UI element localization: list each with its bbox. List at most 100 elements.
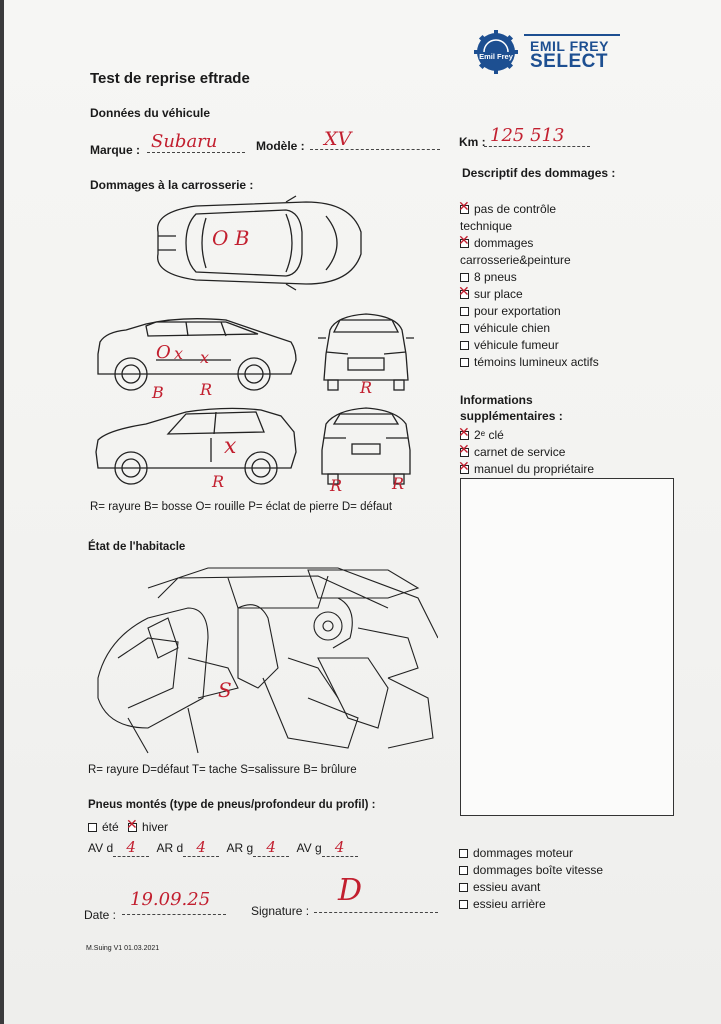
ar-g-field[interactable]: 4 xyxy=(253,838,290,857)
winter-label: hiver xyxy=(142,820,169,834)
checkbox[interactable] xyxy=(460,324,469,333)
extra-info-heading-2: supplémentaires : xyxy=(460,409,563,423)
av-d-label: AV d xyxy=(88,841,114,855)
form-sheet: Emil Frey EMIL FREY SELECT Test de repri… xyxy=(4,0,721,1024)
mark-side-x2: x xyxy=(200,348,210,367)
damage-item-8-tyres[interactable]: 8 pneus xyxy=(460,269,640,286)
mark-side-x1: x xyxy=(174,344,184,363)
checkbox-checked[interactable] xyxy=(458,459,470,476)
date-label: Date : xyxy=(84,908,117,922)
extra-info-list: 2ᵉ clé carnet de service manuel du propr… xyxy=(458,425,640,478)
checkbox-checked[interactable] xyxy=(458,425,470,442)
km-value: 125 513 xyxy=(490,125,565,146)
checkbox[interactable] xyxy=(460,341,469,350)
av-g-label: AV g xyxy=(296,841,322,855)
car-damage-diagram xyxy=(95,195,414,485)
winter-checkbox[interactable] xyxy=(126,817,138,833)
vehicle-section-heading: Données du véhicule xyxy=(90,106,211,120)
mark-front-R: R xyxy=(360,378,373,397)
damage-item-warning-lights[interactable]: témoins lumineux actifs xyxy=(460,354,640,371)
damage-item-no-inspection[interactable]: pas de contrôle xyxy=(458,199,640,218)
signature-label: Signature : xyxy=(251,904,310,918)
date-field[interactable]: 19.09.25 xyxy=(122,889,226,915)
ar-g-label: AR g xyxy=(226,841,254,855)
av-d-field[interactable]: 4 xyxy=(113,838,150,857)
checkbox-checked[interactable] xyxy=(458,233,470,250)
interior-heading: État de l'habitacle xyxy=(88,541,186,553)
checkbox-checked[interactable] xyxy=(458,199,470,216)
gear-emblem-icon: Emil Frey xyxy=(474,30,518,74)
date-value: 19.09.25 xyxy=(130,889,211,910)
mech-item-rear-axle[interactable]: essieu arrière xyxy=(459,896,659,913)
extra-info-heading-1: Informations xyxy=(460,393,533,407)
mark-interior-S: S xyxy=(218,678,232,702)
brand-label: Marque : xyxy=(90,143,141,157)
form-title: Test de reprise eftrade xyxy=(90,70,250,87)
damage-item-dog[interactable]: véhicule chien xyxy=(460,320,640,337)
brand-line1: EMIL FREY xyxy=(530,38,609,54)
damage-desc-heading: Descriptif des dommages : xyxy=(462,166,616,180)
mech-item-gearbox[interactable]: dommages boîte vitesse xyxy=(459,862,659,879)
mark-side-R: R xyxy=(200,380,213,399)
interior-diagram xyxy=(97,567,438,754)
signature-value: D xyxy=(338,873,363,908)
checkbox[interactable] xyxy=(459,849,468,858)
mark-side-B: B xyxy=(152,383,164,402)
damage-item-on-site[interactable]: sur place xyxy=(458,284,640,303)
body-damage-legend: R= rayure B= bosse O= rouille P= éclat d… xyxy=(90,501,393,513)
mark-rear-R2: R xyxy=(392,474,405,493)
damage-desc-list: pas de contrôle technique dommages carro… xyxy=(458,199,640,371)
mark-top-view: O B xyxy=(212,226,250,250)
car-rear-view xyxy=(321,407,411,485)
checkbox[interactable] xyxy=(460,273,469,282)
car-front-view xyxy=(318,313,414,391)
summer-checkbox[interactable] xyxy=(88,823,97,832)
mark-right-R: R xyxy=(212,472,225,491)
car-side-right xyxy=(95,407,297,485)
body-damage-heading: Dommages à la carrosserie : xyxy=(90,178,254,192)
model-value: XV xyxy=(324,128,352,150)
damage-item-body-paint-cont: carrosserie&peinture xyxy=(460,253,571,267)
checkbox-checked[interactable] xyxy=(458,442,470,459)
checkbox[interactable] xyxy=(459,883,468,892)
mech-item-engine[interactable]: dommages moteur xyxy=(459,845,659,862)
extra-item-service-book[interactable]: carnet de service xyxy=(458,442,640,461)
checkbox[interactable] xyxy=(460,307,469,316)
km-field[interactable]: 125 513 xyxy=(484,125,590,147)
car-side-left xyxy=(97,318,297,391)
km-label: Km : xyxy=(459,135,486,149)
tyres-heading: Pneus montés (type de pneus/profondeur d… xyxy=(88,799,376,811)
av-g-field[interactable]: 4 xyxy=(321,838,358,857)
emblem-text: Emil Frey xyxy=(479,52,514,61)
notes-box[interactable] xyxy=(460,478,674,816)
extra-item-owner-manual[interactable]: manuel du propriétaire xyxy=(458,459,640,478)
mech-item-front-axle[interactable]: essieu avant xyxy=(459,879,659,896)
brand-value: Subaru xyxy=(151,131,218,152)
damage-item-export[interactable]: pour exportation xyxy=(460,303,640,320)
damage-item-smoker[interactable]: véhicule fumeur xyxy=(460,337,640,354)
version-label: M.Suing V1 01.03.2021 xyxy=(86,945,160,952)
mark-side-O: O xyxy=(156,342,171,363)
checkbox[interactable] xyxy=(459,866,468,875)
model-label: Modèle : xyxy=(256,139,305,153)
damage-item-body-paint[interactable]: dommages xyxy=(458,233,640,252)
emil-frey-logo: Emil Frey EMIL FREY SELECT xyxy=(474,30,624,76)
model-field[interactable]: XV xyxy=(310,128,440,150)
tyre-type-row: été hiver xyxy=(88,817,169,834)
extra-item-second-key[interactable]: 2ᵉ clé xyxy=(458,425,640,444)
ar-d-label: AR d xyxy=(156,841,184,855)
ar-d-field[interactable]: 4 xyxy=(183,838,220,857)
damage-item-no-inspection-cont: technique xyxy=(460,219,513,233)
interior-legend: R= rayure D=défaut T= tache S=salissure … xyxy=(88,764,357,776)
checkbox[interactable] xyxy=(459,900,468,909)
checkbox-checked[interactable] xyxy=(458,284,470,301)
mark-rear-R1: R xyxy=(330,476,343,495)
mechanical-list: dommages moteur dommages boîte vitesse e… xyxy=(459,845,659,913)
summer-label: été xyxy=(102,820,119,834)
mark-right-x: x xyxy=(224,434,237,459)
checkbox[interactable] xyxy=(460,358,469,367)
brand-field[interactable]: Subaru xyxy=(147,131,245,153)
car-top-view xyxy=(157,195,362,291)
signature-field[interactable]: D xyxy=(314,873,438,913)
